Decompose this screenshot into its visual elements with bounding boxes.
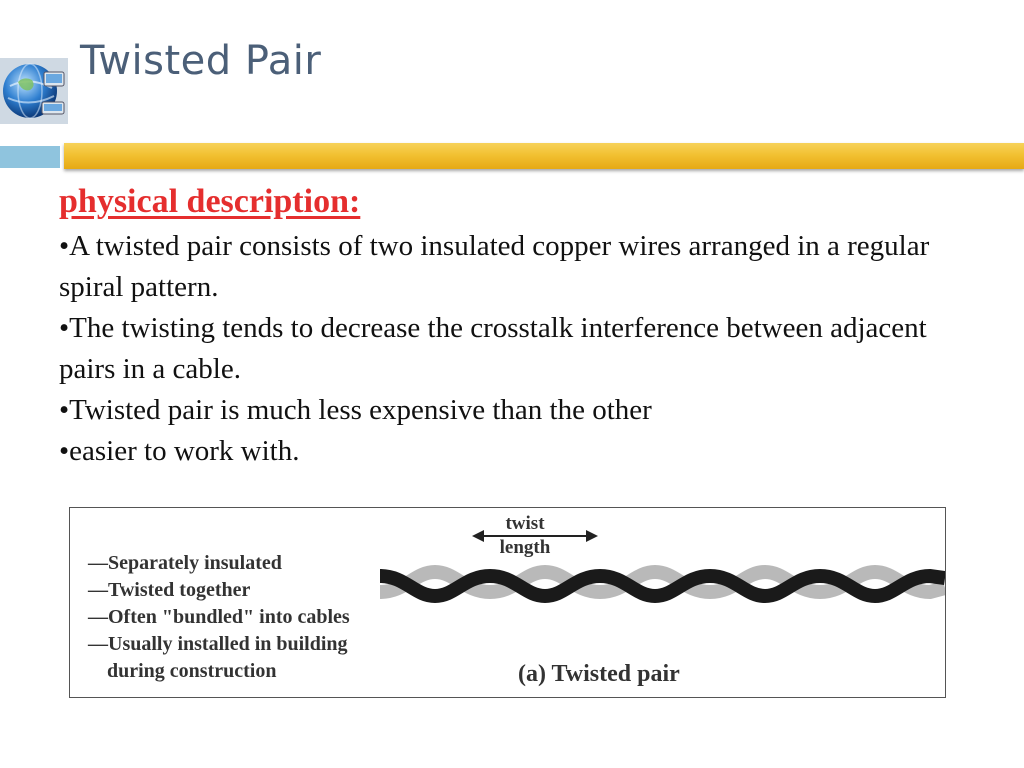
twist-label-line: twist bbox=[505, 513, 545, 534]
twisted-wire-icon bbox=[380, 564, 945, 604]
page-title: Twisted Pair bbox=[80, 38, 322, 84]
bullet-list: •A twisted pair consists of two insulate… bbox=[59, 226, 989, 472]
figure-caption: (a) Twisted pair bbox=[518, 661, 680, 687]
feature-item: —Separately insulated bbox=[88, 552, 282, 574]
feature-item: —Twisted together bbox=[88, 579, 251, 601]
accent-block bbox=[0, 146, 60, 168]
section-heading: physical description: bbox=[59, 183, 361, 220]
feature-list: —Separately insulated —Twisted together … bbox=[88, 550, 378, 685]
bullet-item: •Twisted pair is much less expensive tha… bbox=[59, 394, 652, 426]
bullet-item: •easier to work with. bbox=[59, 435, 300, 467]
twist-length-arrow-icon bbox=[472, 530, 598, 542]
twist-length-label: twist length bbox=[495, 512, 555, 560]
feature-item: —Usually installed in building bbox=[88, 633, 348, 655]
twisted-pair-figure: —Separately insulated —Twisted together … bbox=[69, 507, 946, 698]
globe-network-logo-icon bbox=[0, 58, 68, 124]
twist-label-line: length bbox=[499, 537, 551, 558]
accent-divider-bar bbox=[64, 143, 1024, 169]
bullet-item: •The twisting tends to decrease the cros… bbox=[59, 312, 927, 385]
feature-item: —Often "bundled" into cables bbox=[88, 606, 350, 628]
feature-item-continuation: during construction bbox=[107, 660, 277, 682]
bullet-item: •A twisted pair consists of two insulate… bbox=[59, 230, 930, 303]
